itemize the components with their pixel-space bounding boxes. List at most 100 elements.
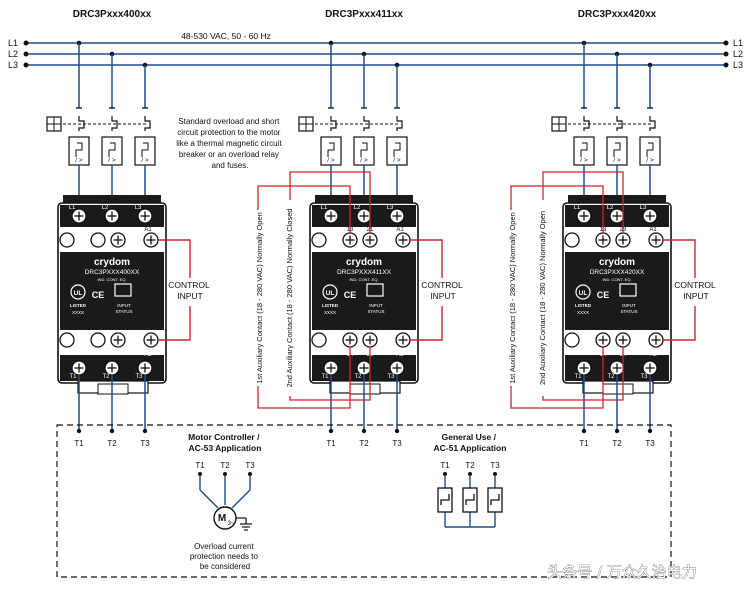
breaker-switch-icon (616, 116, 623, 131)
svg-text:M: M (218, 513, 226, 524)
breaker-switch-icon (363, 116, 370, 131)
control-input-label-1: CONTROL INPUT (168, 280, 212, 301)
a1-label: A1 (396, 227, 404, 233)
control-input-wire (662, 306, 696, 341)
aux-contact-wire (289, 171, 371, 233)
junction-dot (142, 428, 148, 434)
aux-contact-wire (510, 347, 604, 409)
overload-symbol: / > (108, 157, 116, 164)
listed-label: LISTED (70, 303, 87, 308)
general-t1: T1 (440, 461, 450, 470)
module-2-title: DRC3Pxxx411xx (325, 9, 403, 20)
control-input-wire (157, 239, 191, 278)
aux-label-mod2-first: 1st Auxiliary Contact (18 - 280 VAC) Nor… (255, 212, 264, 384)
motor-t3: T3 (245, 461, 255, 470)
model-label: DRC3PXXX420XX (590, 269, 645, 276)
overload-symbol: / > (646, 157, 654, 164)
terminal-blank-icon (59, 232, 75, 248)
motor-t1: T1 (195, 461, 205, 470)
breaker-switch-icon (111, 116, 118, 131)
junction-dot (394, 428, 400, 434)
overload-symbol: / > (580, 157, 588, 164)
module-face (312, 252, 416, 330)
overload-symbol: / > (75, 157, 83, 164)
junction-dot (76, 428, 82, 434)
status-label: INPUT (369, 303, 383, 308)
bottom-terminal-label: T2 (354, 374, 362, 380)
line-l2-label-right: L2 (733, 49, 743, 59)
model-label: DRC3PXXX400XX (85, 269, 140, 276)
motor-wires (199, 475, 251, 509)
module-1-title: DRC3Pxxx400xx (73, 9, 152, 20)
line-l3-label-left: L3 (8, 60, 18, 70)
a1-label: A1 (144, 227, 152, 233)
control-input-wire (662, 239, 696, 278)
output-terminal-label: T1 (326, 439, 336, 448)
listed-label: LISTED (575, 303, 592, 308)
aux-contact-wire (542, 347, 624, 401)
code-label: XXXX (324, 310, 336, 315)
top-terminal-label: L1 (321, 205, 328, 211)
output-terminal-label: T3 (392, 439, 402, 448)
brand-logo: crydom (346, 257, 382, 268)
brand-logo: crydom (599, 257, 635, 268)
supply-voltage-label: 48-530 VAC, 50 - 60 Hz (181, 31, 271, 41)
svg-text:UL: UL (579, 290, 588, 297)
module-face (60, 252, 164, 330)
module-face (565, 252, 669, 330)
ce-mark-icon: CE (344, 290, 357, 300)
line-l3-label-right: L3 (733, 60, 743, 70)
overload-symbol: / > (393, 157, 401, 164)
output-terminal-label: T3 (140, 439, 150, 448)
a2-label: A2 (396, 352, 404, 358)
bottom-terminal-label: T2 (102, 374, 110, 380)
aux-contact-wire (257, 347, 351, 409)
motor-app-title: Motor Controller / AC-53 Application (188, 432, 262, 453)
ind-cont-label: IND. CONT. EQ. (602, 277, 631, 282)
general-wires (444, 475, 496, 528)
ce-mark-icon: CE (597, 290, 610, 300)
ul-icon (322, 284, 338, 300)
junction-dot (361, 428, 367, 434)
output-terminal-label: T1 (579, 439, 589, 448)
code-label: XXXX (577, 310, 589, 315)
bottom-terminal-label: T3 (640, 374, 648, 380)
junction-dot (647, 428, 653, 434)
general-t3: T3 (490, 461, 500, 470)
breaker-switch-icon (649, 116, 656, 131)
overload-symbol: / > (360, 157, 368, 164)
bottom-terminal-label: T1 (574, 374, 582, 380)
top-terminal-label: L2 (607, 205, 614, 211)
terminal-blank-icon (564, 232, 580, 248)
aux-contact-wire (289, 347, 371, 401)
motor-note: Overload current protection needs to be … (190, 542, 260, 571)
ind-cont-label: IND. CONT. EQ. (97, 277, 126, 282)
terminal-blank-icon (59, 332, 75, 348)
output-terminal-label: T3 (645, 439, 655, 448)
top-terminal-label: L3 (387, 205, 394, 211)
line-l2-label-left: L2 (8, 49, 18, 59)
motor-t2: T2 (220, 461, 230, 470)
junction-dot (109, 428, 115, 434)
terminal-blank-icon (90, 232, 106, 248)
control-input-wire (409, 239, 443, 278)
watermark: 头条号 / 万众久治电力 (547, 563, 697, 581)
protection-note: Standard overload and short circuit prot… (176, 117, 284, 170)
breaker-switch-icon (396, 116, 403, 131)
control-input-label-3: CONTROL INPUT (674, 280, 718, 301)
control-input-label-2: CONTROL INPUT (421, 280, 465, 301)
control-input-wire (157, 306, 191, 341)
status-led-icon (619, 283, 637, 297)
status-led-icon (114, 283, 132, 297)
control-input-wire (409, 306, 443, 341)
supply-lines (26, 42, 726, 66)
brand-logo: crydom (94, 257, 130, 268)
output-terminal-label: T1 (74, 439, 84, 448)
junction-dot (614, 428, 620, 434)
application-box (56, 424, 672, 578)
listed-label: LISTED (322, 303, 339, 308)
